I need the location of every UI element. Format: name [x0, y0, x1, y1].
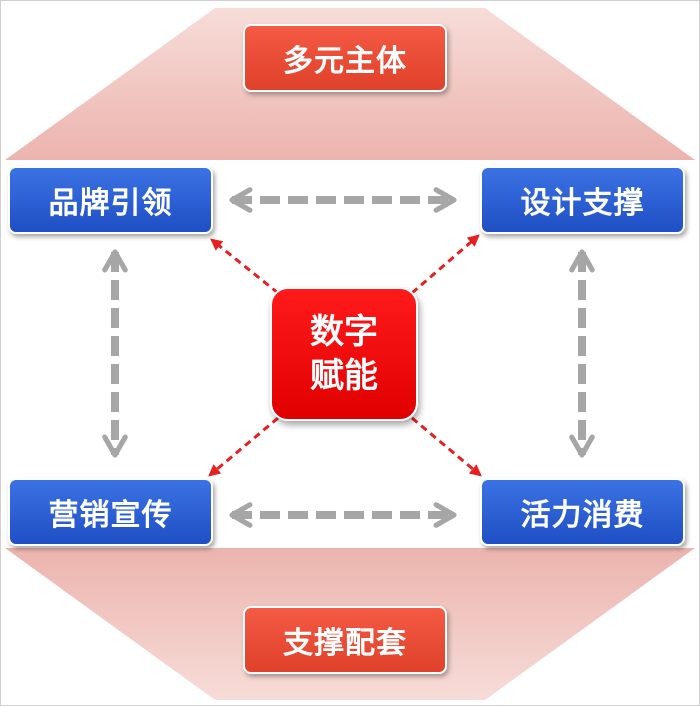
- node-top-left: 品牌引领: [8, 166, 213, 234]
- center-node: 数字 赋能: [270, 287, 418, 421]
- node-top-left-label: 品牌引领: [48, 186, 173, 221]
- node-top-right-label: 设计支撑: [520, 186, 645, 221]
- center-label-line1: 数字: [310, 312, 378, 352]
- header-top-label: 多元主体: [283, 44, 407, 79]
- center-label-line2: 赋能: [310, 356, 378, 396]
- node-bottom-right-label: 活力消费: [520, 498, 645, 533]
- header-bottom-label: 支撑配套: [283, 626, 407, 661]
- arrow-center-to-top-left: [210, 238, 279, 295]
- arrow-center-to-top-right: [411, 234, 480, 295]
- node-bottom-left-label: 营销宣传: [48, 498, 173, 533]
- node-bottom-left: 营销宣传: [8, 478, 213, 546]
- header-top-box: 多元主体: [243, 24, 447, 92]
- arrow-center-to-bottom-left: [208, 416, 279, 477]
- node-top-right: 设计支撑: [480, 166, 685, 234]
- node-bottom-right: 活力消费: [480, 478, 685, 546]
- arrow-center-to-bottom-right: [411, 416, 482, 477]
- header-bottom-box: 支撑配套: [243, 606, 447, 674]
